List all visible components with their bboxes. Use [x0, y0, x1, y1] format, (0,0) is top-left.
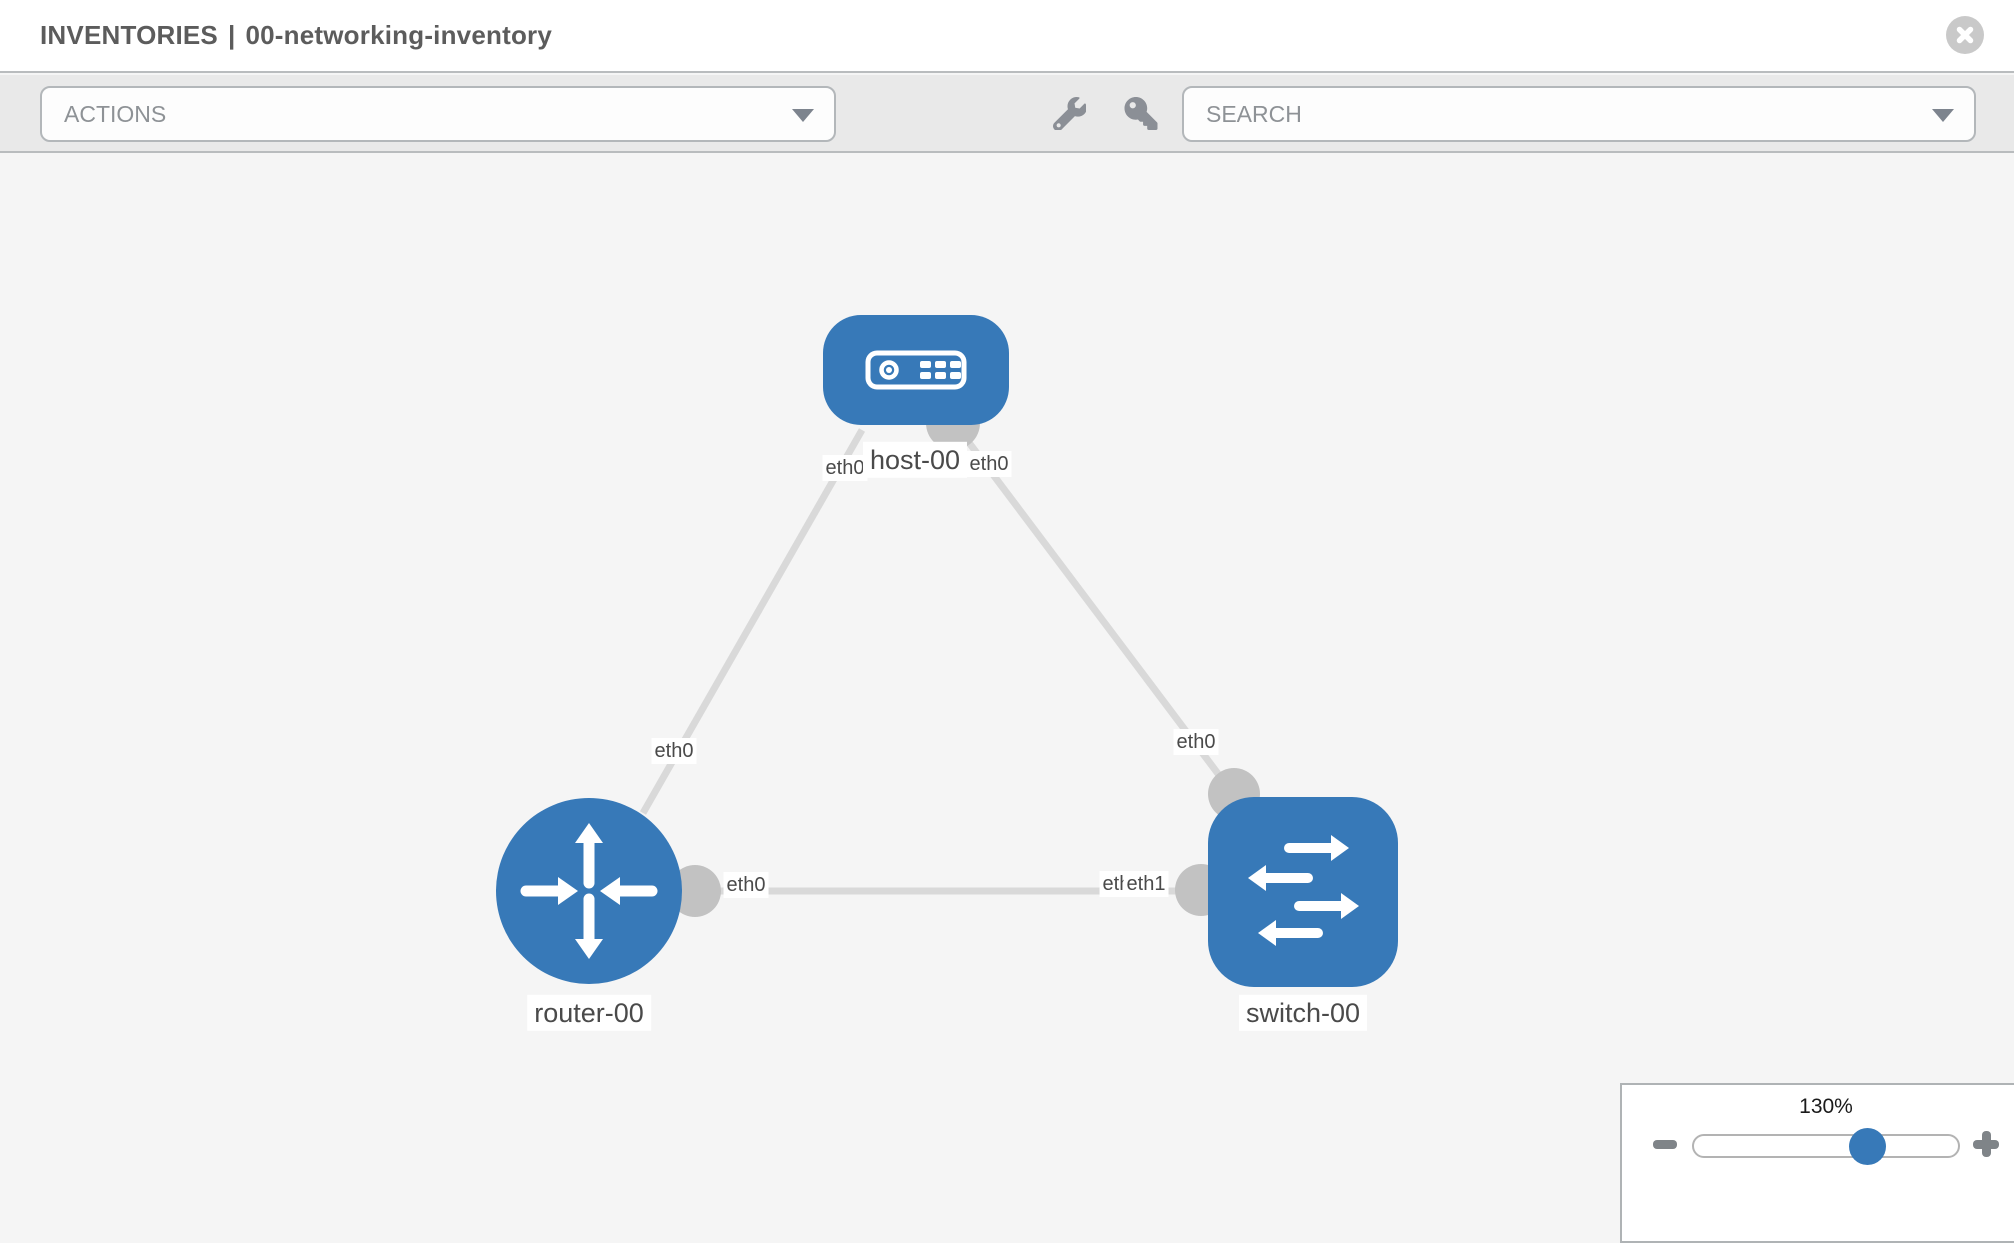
plus-icon	[1973, 1131, 1999, 1157]
zoom-slider-track[interactable]	[1692, 1128, 1960, 1165]
toolbar-tools	[1046, 90, 1164, 136]
host-icon	[865, 350, 967, 390]
close-icon	[1956, 26, 1974, 44]
credentials-button[interactable]	[1118, 90, 1164, 136]
zoom-panel: 130%	[1620, 1083, 2014, 1243]
node-host-00[interactable]	[823, 315, 1009, 425]
node-router-00[interactable]	[496, 798, 682, 984]
zoom-out-button[interactable]	[1647, 1126, 1683, 1162]
zoom-level: 130%	[1799, 1095, 1853, 1118]
zoom-slider-thumb[interactable]	[1848, 1128, 1886, 1165]
toolbar: ACTIONS SEARCH	[0, 75, 2014, 153]
search-dropdown[interactable]: SEARCH	[1182, 86, 1976, 142]
interface-connector	[669, 865, 721, 917]
search-placeholder: SEARCH	[1206, 100, 1302, 127]
close-button[interactable]	[1946, 16, 1984, 54]
link-host-00-router-00[interactable]	[639, 428, 866, 815]
titlebar: INVENTORIES | 00-networking-inventory	[0, 0, 2014, 73]
link-host-00-switch-00[interactable]	[955, 425, 1237, 798]
page-title: INVENTORIES | 00-networking-inventory	[0, 0, 2014, 51]
key-icon	[1124, 96, 1158, 130]
inventory-name: 00-networking-inventory	[245, 20, 553, 50]
node-switch-00[interactable]	[1208, 797, 1398, 987]
actions-dropdown-placeholder: ACTIONS	[64, 100, 167, 127]
router-icon	[520, 823, 658, 959]
title-separator: |	[227, 20, 236, 50]
chevron-down-icon	[792, 109, 814, 122]
chevron-down-icon	[1932, 109, 1954, 122]
topology-canvas[interactable]	[0, 0, 2014, 1200]
zoom-in-button[interactable]	[1968, 1126, 2004, 1162]
wrench-icon	[1052, 96, 1086, 130]
breadcrumb-section: INVENTORIES	[40, 20, 218, 50]
switch-icon	[1248, 835, 1359, 946]
configure-button[interactable]	[1046, 90, 1092, 136]
minus-icon	[1653, 1139, 1677, 1149]
actions-dropdown[interactable]: ACTIONS	[40, 86, 836, 142]
